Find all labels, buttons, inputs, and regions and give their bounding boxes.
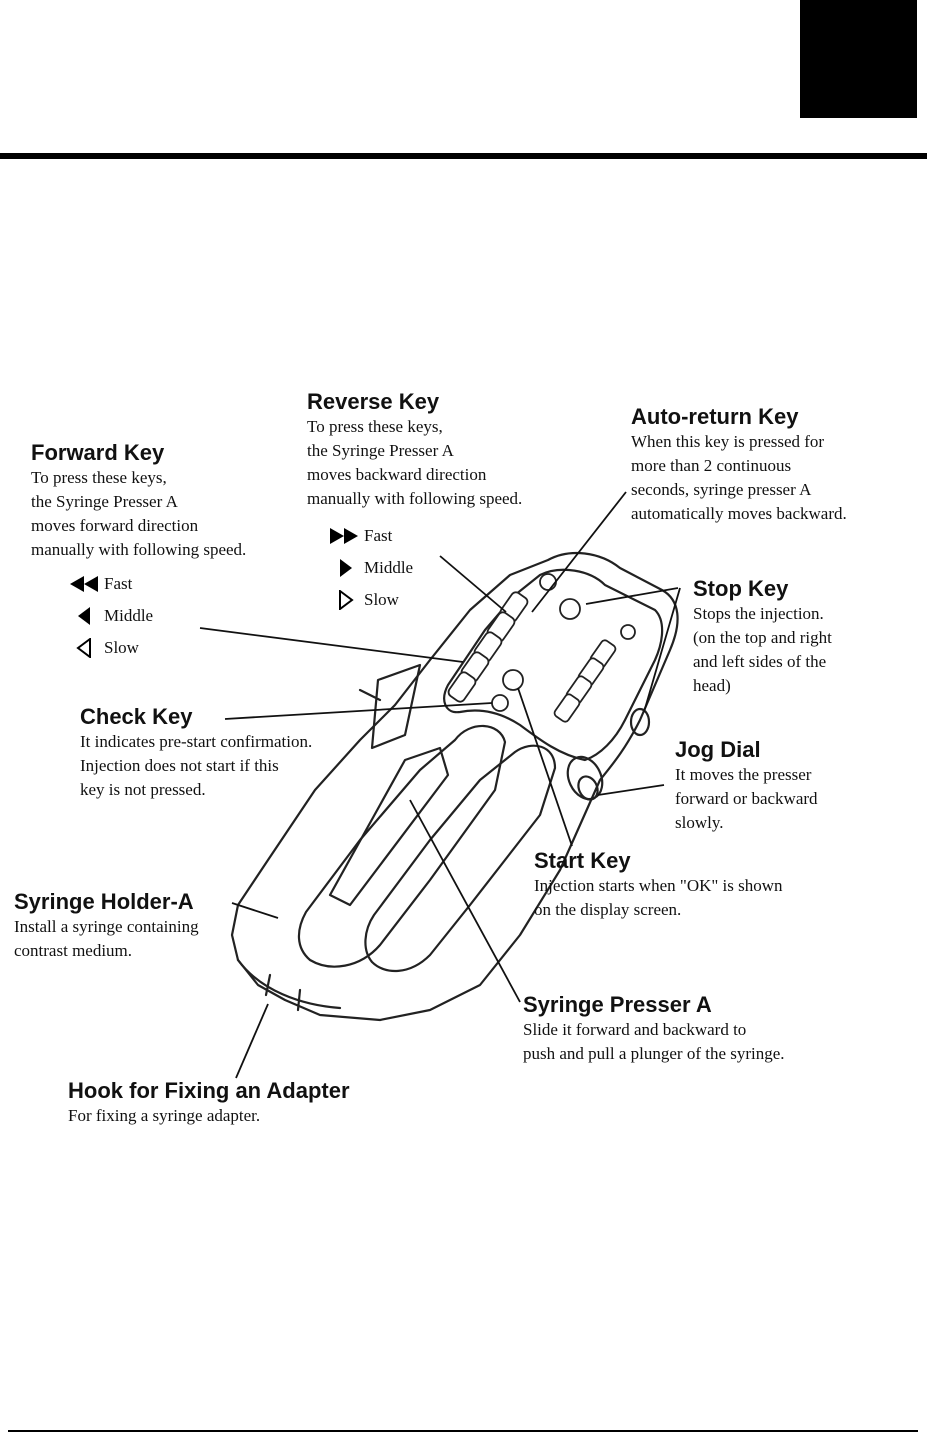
double-left-arrow-icon xyxy=(70,576,104,592)
check-desc-3: key is not pressed. xyxy=(80,780,206,799)
jog-dial-title: Jog Dial xyxy=(675,737,761,762)
syringe-presser-title: Syringe Presser A xyxy=(523,992,712,1017)
reverse-key-desc-1: To press these keys, xyxy=(307,417,443,436)
panel-button-r4 xyxy=(553,693,581,723)
right-arrow-outline-icon xyxy=(330,590,364,610)
check-key xyxy=(491,694,509,712)
stop-key-title: Stop Key xyxy=(693,576,789,601)
stop-key-label: Stop Key Stops the injection. (on the to… xyxy=(693,576,832,698)
forward-key-desc-4: manually with following speed. xyxy=(31,540,247,559)
syringe-channel-right xyxy=(364,744,557,973)
hook-leader xyxy=(235,1003,269,1079)
syringe-holder-label: Syringe Holder-A Install a syringe conta… xyxy=(14,889,199,963)
jog-dial-label: Jog Dial It moves the presser forward or… xyxy=(675,737,818,835)
reverse-key-label: Reverse Key To press these keys, the Syr… xyxy=(307,389,522,511)
autoreturn-desc-4: automatically moves backward. xyxy=(631,504,847,523)
reverse-button-3 xyxy=(473,631,503,663)
auto-return-key xyxy=(539,573,557,591)
forward-key-label: Forward Key To press these keys, the Syr… xyxy=(31,440,246,562)
holder-leader xyxy=(231,902,279,919)
hook-title: Hook for Fixing an Adapter xyxy=(68,1078,350,1103)
forward-key-title: Forward Key xyxy=(31,440,165,465)
panel-button-r1 xyxy=(589,639,617,669)
presser-leader xyxy=(409,799,521,1003)
left-arrow-outline-icon xyxy=(70,638,104,658)
autoreturn-desc-3: seconds, syringe presser A xyxy=(631,480,812,499)
reverse-button-2 xyxy=(486,611,516,643)
panel-button-r2 xyxy=(577,657,605,687)
autoreturn-desc-1: When this key is pressed for xyxy=(631,432,825,451)
hook-desc-1: For fixing a syringe adapter. xyxy=(68,1106,261,1125)
header-rule xyxy=(0,153,927,159)
reverse-key-title: Reverse Key xyxy=(307,389,440,414)
forward-leader xyxy=(199,627,464,663)
reverse-speed-middle: Middle xyxy=(330,552,413,584)
jog-desc-2: forward or backward xyxy=(675,789,818,808)
reverse-speed-fast: Fast xyxy=(330,520,413,552)
stop-leader-side xyxy=(643,587,681,713)
check-desc-2: Injection does not start if this xyxy=(80,756,279,775)
jog-dial xyxy=(566,755,604,801)
check-key-label: Check Key It indicates pre-start confirm… xyxy=(80,704,312,802)
forward-button-1 xyxy=(460,651,490,683)
left-arrow-filled-icon xyxy=(70,607,104,625)
right-arrow-filled-icon xyxy=(330,559,364,577)
syringe-barrel xyxy=(328,746,450,907)
footer-rule xyxy=(8,1430,918,1432)
control-panel xyxy=(443,568,664,762)
start-key-title: Start Key xyxy=(534,848,631,873)
hook-label: Hook for Fixing an Adapter For fixing a … xyxy=(68,1078,350,1128)
forward-key-desc-2: the Syringe Presser A xyxy=(31,492,178,511)
autoreturn-key-label: Auto-return Key When this key is pressed… xyxy=(631,404,847,526)
forward-speed-middle: Middle xyxy=(70,600,153,632)
start-desc-1: Injection starts when "OK" is shown xyxy=(534,876,783,895)
reverse-leader xyxy=(439,555,507,613)
autoreturn-desc-2: more than 2 continuous xyxy=(631,456,792,475)
forward-key-desc-1: To press these keys, xyxy=(31,468,167,487)
check-desc-1: It indicates pre-start confirmation. xyxy=(80,732,313,751)
side-stop-key xyxy=(629,707,651,737)
reverse-key-desc-3: moves backward direction xyxy=(307,465,487,484)
stop-desc-2: (on the top and right xyxy=(693,628,832,647)
forward-speed-list: Fast Middle Slow xyxy=(70,568,153,664)
reverse-key-desc-4: manually with following speed. xyxy=(307,489,523,508)
stop-desc-3: and left sides of the xyxy=(693,652,827,671)
forward-speed-fast: Fast xyxy=(70,568,153,600)
holder-desc-1: Install a syringe containing xyxy=(14,917,199,936)
reverse-button-1 xyxy=(499,591,529,623)
forward-speed-slow: Slow xyxy=(70,632,153,664)
panel-button-r3 xyxy=(565,675,593,705)
top-stop-key xyxy=(559,598,581,620)
holder-desc-2: contrast medium. xyxy=(14,941,133,960)
start-key-label: Start Key Injection starts when "OK" is … xyxy=(534,848,783,922)
reverse-key-desc-2: the Syringe Presser A xyxy=(307,441,454,460)
jog-leader xyxy=(597,784,665,796)
check-key-title: Check Key xyxy=(80,704,193,729)
reverse-speed-slow: Slow xyxy=(330,584,413,616)
start-leader xyxy=(517,687,573,847)
autoreturn-key-title: Auto-return Key xyxy=(631,404,799,429)
start-desc-2: on the display screen. xyxy=(534,900,682,919)
double-right-arrow-icon xyxy=(330,528,364,544)
syringe-presser-label: Syringe Presser A Slide it forward and b… xyxy=(523,992,785,1066)
reverse-speed-list: Fast Middle Slow xyxy=(330,520,413,616)
syringe-channel-left xyxy=(297,724,507,968)
presser-desc-2: push and pull a plunger of the syringe. xyxy=(523,1044,785,1063)
forward-button-2 xyxy=(447,671,477,703)
stop-leader-top xyxy=(585,587,679,605)
stop-desc-4: head) xyxy=(693,676,731,695)
jog-desc-3: slowly. xyxy=(675,813,724,832)
syringe-holder-title: Syringe Holder-A xyxy=(14,889,194,914)
presser-desc-1: Slide it forward and backward to xyxy=(523,1020,747,1039)
side-bracket xyxy=(358,663,422,750)
start-key xyxy=(502,669,524,691)
jog-desc-1: It moves the presser xyxy=(675,765,812,784)
head-front-edge xyxy=(236,958,342,1012)
stop-desc-1: Stops the injection. xyxy=(693,604,824,623)
autoreturn-leader xyxy=(531,491,627,613)
forward-key-desc-3: moves forward direction xyxy=(31,516,199,535)
chapter-tab-block xyxy=(800,0,917,118)
